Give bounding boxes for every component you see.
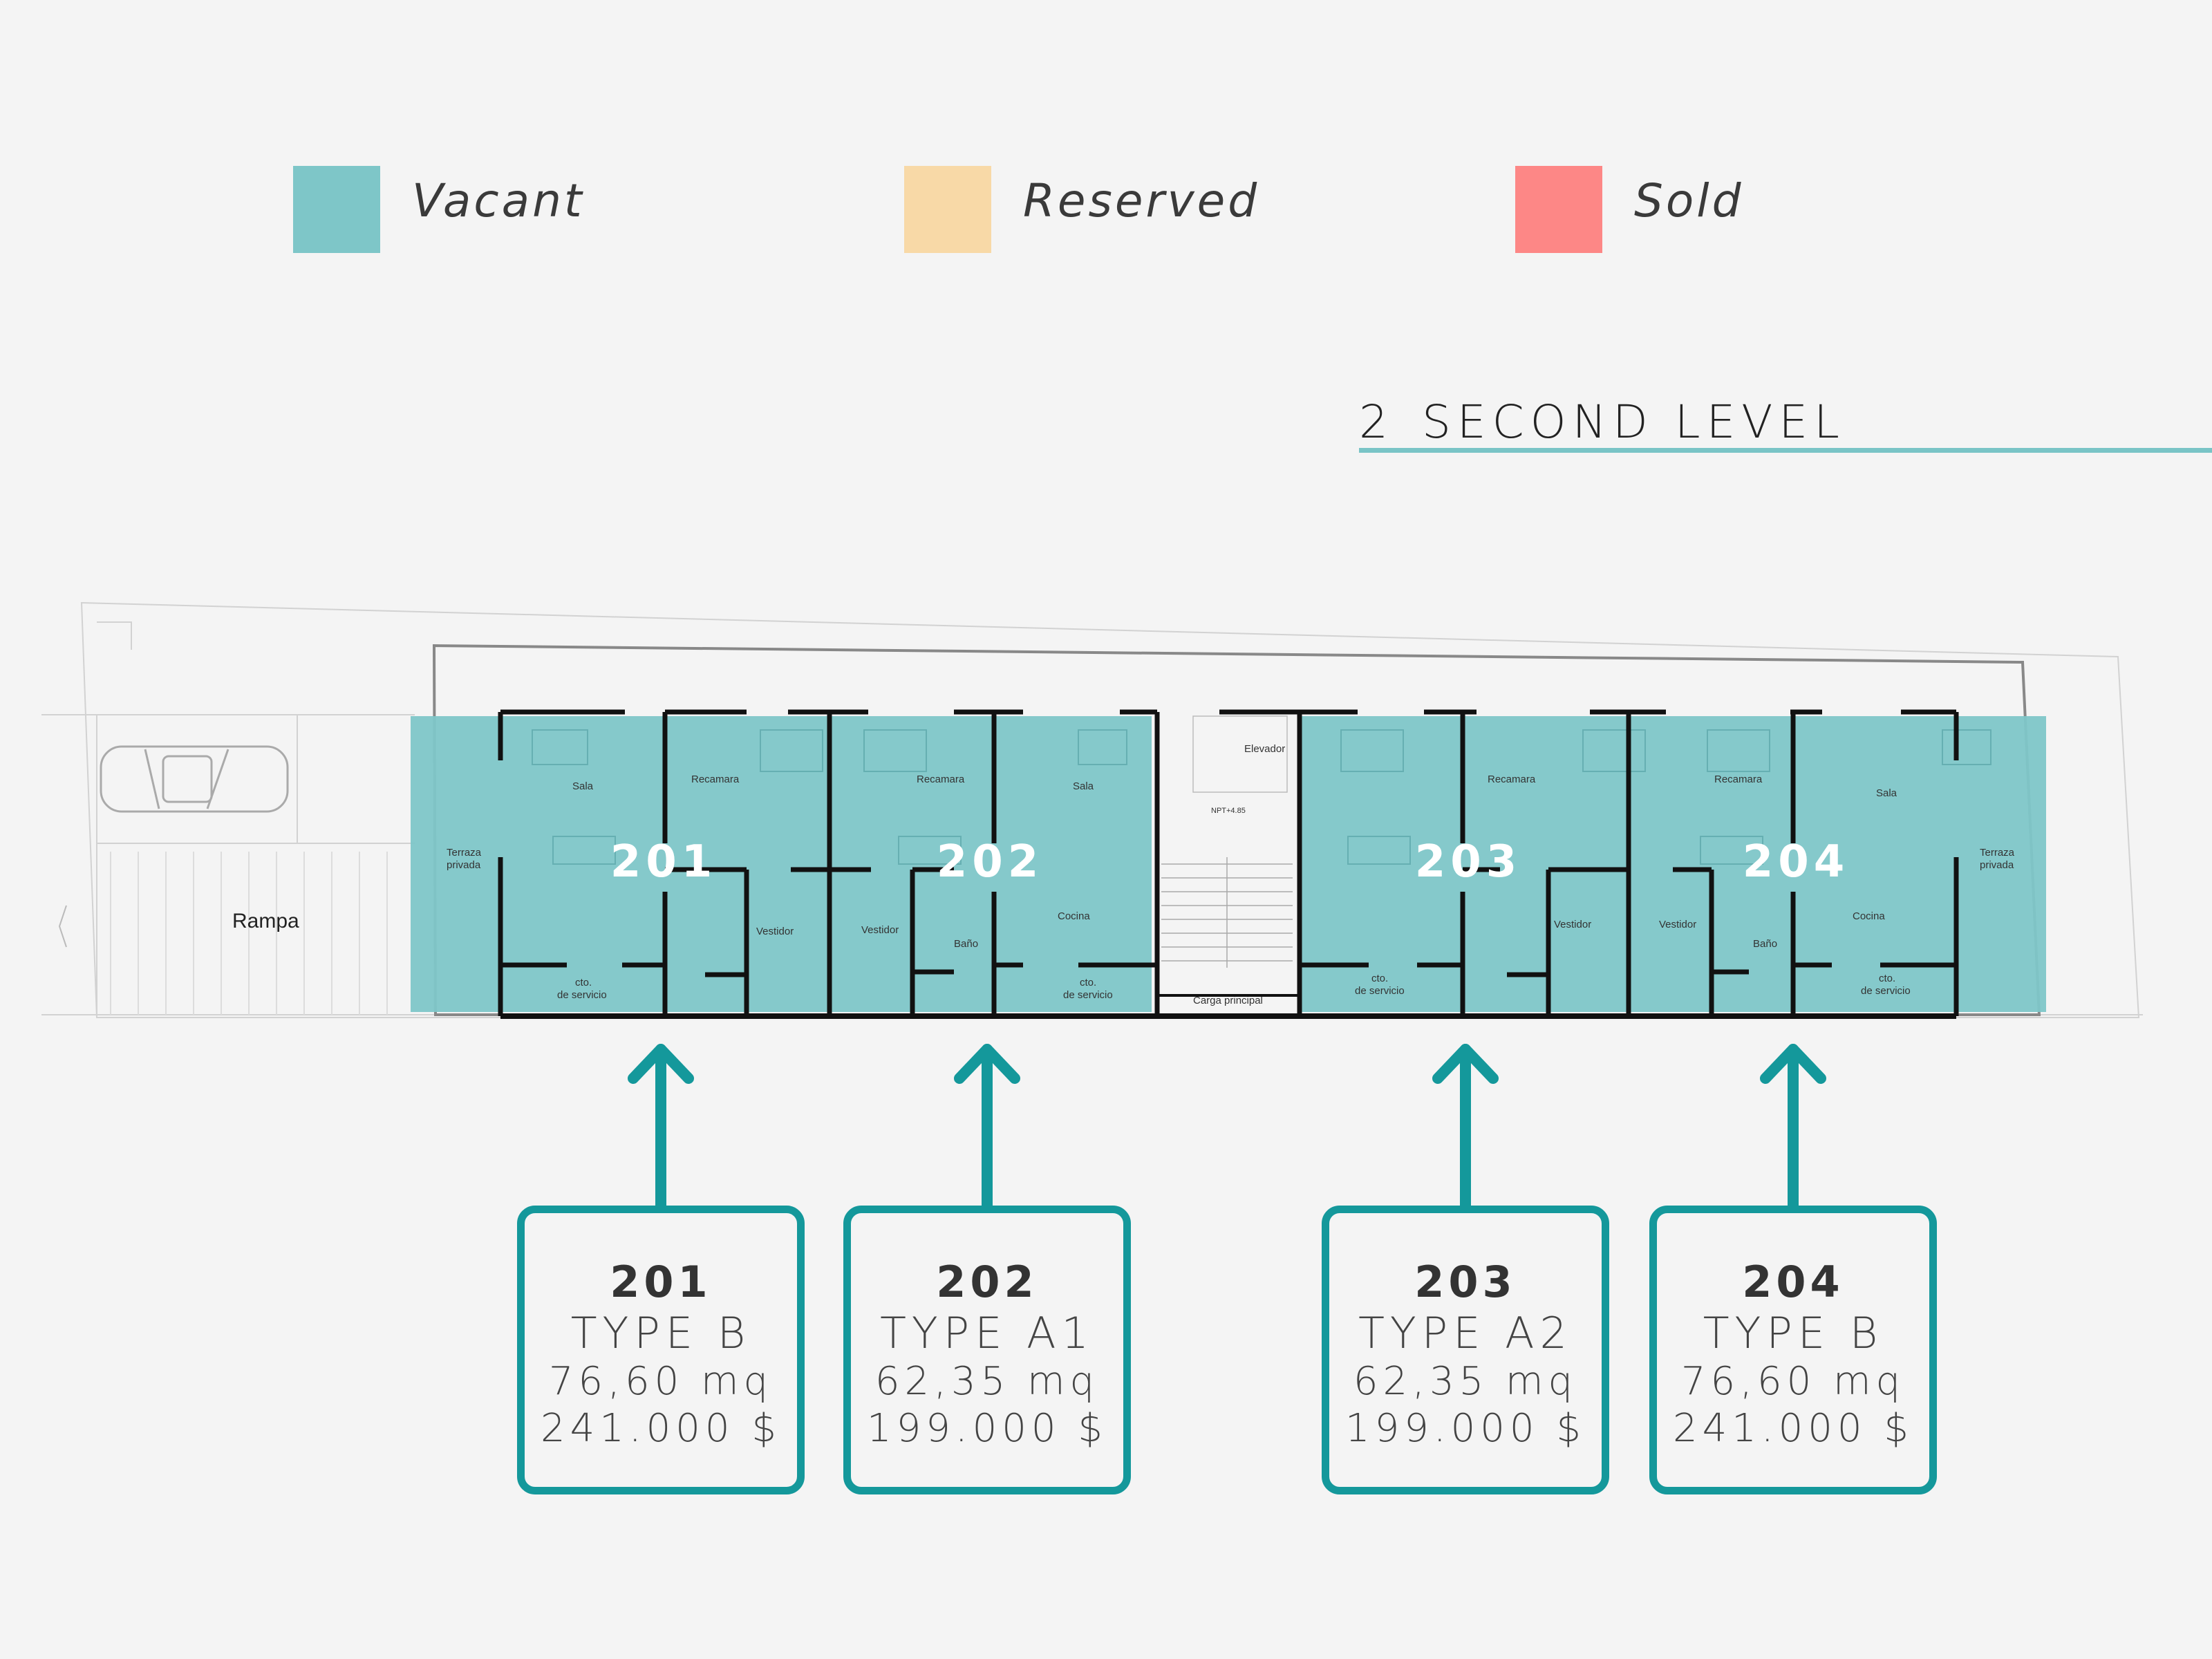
room-label-vestidor: Vestidor [1554,919,1591,930]
legend-label-sold: Sold [1634,174,1744,227]
room-label-vestidor: Vestidor [1659,919,1696,930]
room-label-vestidor: Vestidor [861,924,899,936]
room-label-cto: cto. [1080,977,1096,988]
room-label-sala: Sala [1876,787,1897,799]
arrow-icon-203 [1432,1044,1499,1211]
room-label-servicio: de servicio [1063,989,1113,1001]
unit-number: 202 [936,1257,1038,1307]
room-label-cto: cto. [575,977,592,988]
arrow-icon-204 [1760,1044,1826,1211]
unit-type: TYPE B [1703,1308,1884,1358]
arrow-icon-202 [954,1044,1020,1211]
unit-price: 241.000 $ [1672,1406,1913,1451]
legend-label-vacant: Vacant [412,174,585,227]
unit-overlay-label-204[interactable]: 204 [1742,836,1850,888]
unit-number: 204 [1742,1257,1844,1307]
room-label-sala: Sala [572,780,594,792]
room-label-cto: cto. [1879,973,1895,984]
unit-type: TYPE A2 [1358,1308,1573,1358]
unit-card-201[interactable]: 201 TYPE B 76,60 mq 241.000 $ [517,1206,805,1494]
room-label-terraza: Terraza [1980,847,2015,859]
arrow-icon-201 [628,1044,694,1211]
unit-type: TYPE B [570,1308,751,1358]
unit-number: 201 [610,1257,712,1307]
room-label-privada: privada [1980,859,2014,871]
unit-overlay-label-202[interactable]: 202 [936,836,1044,888]
walls [498,709,1959,1019]
legend-label-reserved: Reserved [1023,174,1260,227]
unit-price: 199.000 $ [1344,1406,1586,1451]
rampa-label: Rampa [232,910,299,932]
unit-price: 199.000 $ [866,1406,1107,1451]
unit-area: 62,35 mq [874,1359,1100,1404]
unit-overlay-label-203[interactable]: 203 [1414,836,1522,888]
room-label-cocina: Cocina [1058,910,1090,922]
legend-swatch-sold [1515,166,1602,253]
room-label-recamara: Recamara [1488,774,1536,785]
room-label-servicio: de servicio [557,989,607,1001]
room-label-servicio: de servicio [1861,985,1911,997]
room-label-terraza: Terraza [447,847,482,859]
room-label-recamara: Recamara [1714,774,1763,785]
level-underline [1359,448,2212,453]
room-labels: Sala Recamara Terraza privada Vestidor c… [447,774,2015,1001]
room-label-recamara: Recamara [917,774,965,785]
room-label-servicio: de servicio [1355,985,1405,997]
room-label-cto: cto. [1371,973,1388,984]
room-label-bano: Baño [1753,938,1777,950]
room-label-cocina: Cocina [1853,910,1885,922]
room-label-vestidor: Vestidor [756,926,794,937]
unit-card-203[interactable]: 203 TYPE A2 62,35 mq 199.000 $ [1322,1206,1609,1494]
level-title: 2 SECOND LEVEL [1359,395,1846,449]
stair-core [1161,715,1293,968]
unit-overlay-label-201[interactable]: 201 [610,836,718,888]
level-number: 2 [1359,395,1394,449]
floor-plan: Elevador NPT+4.85 Carga principal [41,601,2143,1019]
room-label-privada: privada [447,859,481,871]
elevador-label: Elevador [1244,743,1285,755]
car-icon [100,745,289,813]
carga-label: Carga principal [1193,995,1263,1006]
unit-area: 76,60 mq [1680,1359,1906,1404]
unit-area: 62,35 mq [1353,1359,1578,1404]
unit-number: 203 [1414,1257,1517,1307]
legend-swatch-vacant [293,166,380,253]
legend-swatch-reserved [904,166,991,253]
unit-card-202[interactable]: 202 TYPE A1 62,35 mq 199.000 $ [843,1206,1131,1494]
room-label-sala: Sala [1073,780,1094,792]
unit-price: 241.000 $ [540,1406,781,1451]
ramp-hatch [110,852,388,1015]
room-label-bano: Baño [954,938,978,950]
unit-type: TYPE A1 [880,1308,1094,1358]
unit-card-204[interactable]: 204 TYPE B 76,60 mq 241.000 $ [1649,1206,1937,1494]
npt-label: NPT+4.85 [1211,807,1246,815]
unit-area: 76,60 mq [548,1359,774,1404]
room-label-recamara: Recamara [691,774,740,785]
level-name: SECOND LEVEL [1422,395,1846,449]
